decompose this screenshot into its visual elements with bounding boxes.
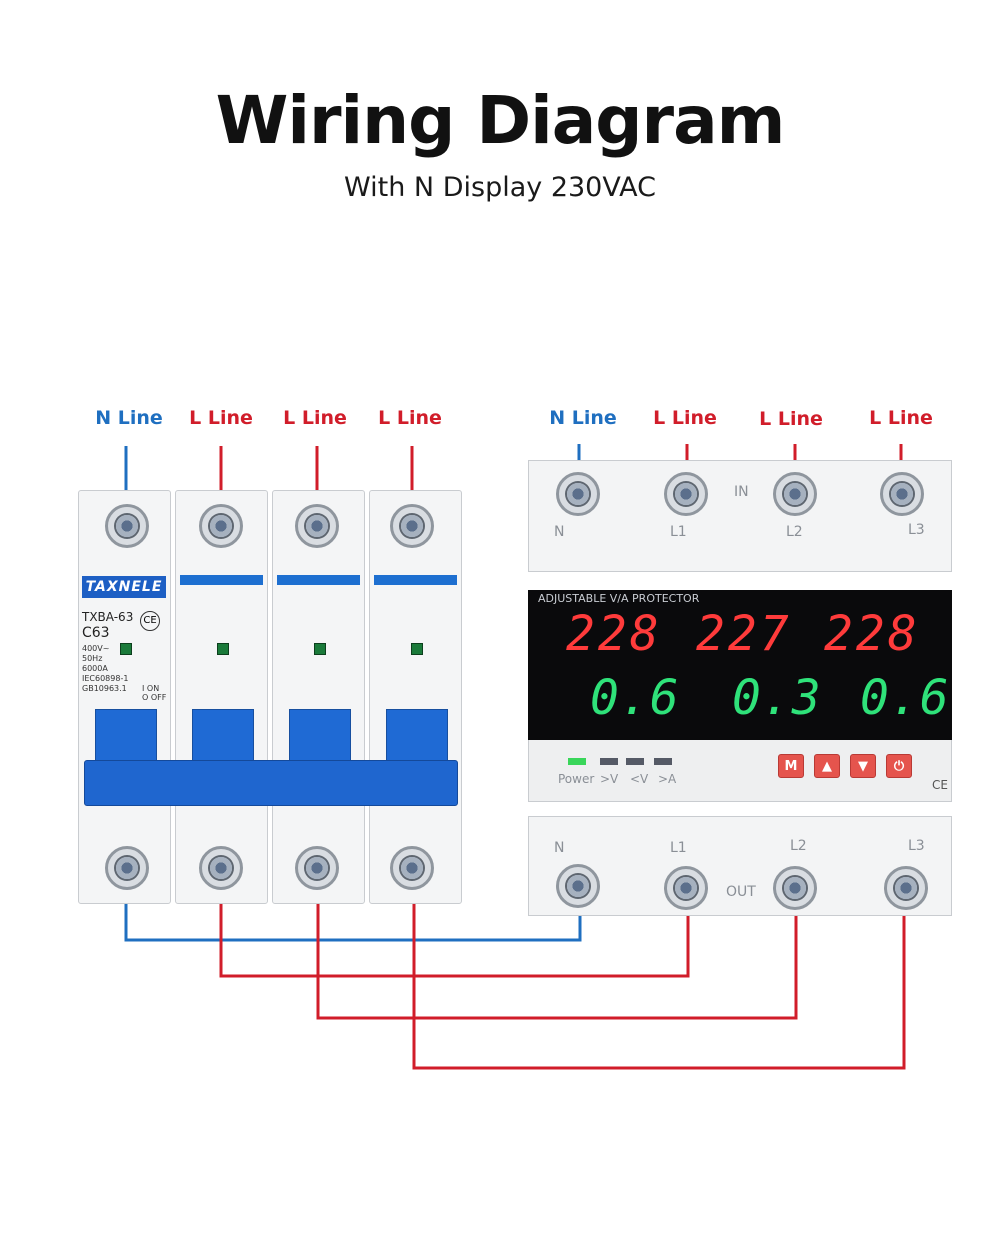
breaker-model: TXBA-63: [82, 610, 134, 624]
current-l2: 0.3: [732, 670, 822, 726]
breaker-screw-n-bottom: [105, 846, 149, 890]
indicator-light: [217, 643, 229, 655]
protector-screw-l3-in: [880, 472, 924, 516]
protector-screw-l1-in: [664, 472, 708, 516]
breaker-handle[interactable]: [289, 709, 351, 767]
protector-screw-l3-out: [884, 866, 928, 910]
voltage-l1: 228: [566, 606, 662, 662]
ce-mark: CE: [140, 611, 160, 631]
breaker-pole-l1: [175, 490, 268, 904]
protector-screw-l2-in: [773, 472, 817, 516]
breaker-pole-l3: [369, 490, 462, 904]
breaker-handle[interactable]: [192, 709, 254, 767]
protector-screw-l1-out: [664, 866, 708, 910]
protector-ce-mark: CE: [932, 778, 948, 792]
protector-top-housing: [528, 460, 952, 572]
led-over-current: [654, 758, 672, 765]
power-button[interactable]: ⏻: [886, 754, 912, 778]
voltage-l2: 227: [696, 606, 792, 662]
bottom-terminal-n: N: [554, 840, 565, 856]
current-l1: 0.6: [590, 670, 680, 726]
protector-label-n: N Line: [549, 407, 617, 429]
indicator-light: [120, 643, 132, 655]
protector-screw-l2-out: [773, 866, 817, 910]
spec-standard-1: IEC60898-1: [82, 674, 129, 683]
wire-n-connection: [124, 870, 582, 942]
breaker-curve: C63: [82, 625, 110, 641]
top-terminal-l1: L1: [670, 524, 687, 540]
indicator-light: [411, 643, 423, 655]
led-label-power: Power: [558, 772, 595, 786]
led-label-over-voltage: >V: [600, 772, 619, 786]
out-label: OUT: [726, 884, 756, 900]
spec-capacity: 6000A: [82, 664, 108, 673]
led-power: [568, 758, 586, 765]
protector-label-l3: L Line: [869, 407, 933, 429]
protector-screw-n-in: [556, 472, 600, 516]
breaker-toggle-bar[interactable]: [84, 760, 458, 806]
up-button[interactable]: ▲: [814, 754, 840, 778]
brand-logo: TAXNELE: [82, 576, 166, 598]
top-terminal-n: N: [554, 524, 565, 540]
display-title: ADJUSTABLE V/A PROTECTOR: [538, 592, 700, 605]
breaker-handle[interactable]: [386, 709, 448, 767]
breaker-handle[interactable]: [95, 709, 157, 767]
breaker-label-n: N Line: [95, 407, 163, 429]
page-subtitle: With N Display 230VAC: [344, 172, 656, 203]
switch-legend: I ON O OFF: [142, 684, 166, 702]
spec-voltage: 400V~: [82, 644, 110, 653]
down-button[interactable]: ▼: [850, 754, 876, 778]
page-title: Wiring Diagram: [215, 82, 786, 159]
top-terminal-l3: L3: [908, 522, 925, 538]
led-label-over-current: >A: [658, 772, 677, 786]
bottom-terminal-l2: L2: [790, 838, 807, 854]
spec-standard-2: GB10963.1: [82, 684, 127, 693]
breaker-pole-l2: [272, 490, 365, 904]
led-over-voltage: [600, 758, 618, 765]
breaker-screw-l2-bottom: [295, 846, 339, 890]
breaker-screw-l3-top: [390, 504, 434, 548]
breaker-screw-n-top: [105, 504, 149, 548]
breaker-pole-n: [78, 490, 171, 904]
wire-l2-connection: [316, 870, 798, 1020]
led-under-voltage: [626, 758, 644, 765]
switch-on-text: I ON: [142, 684, 160, 693]
protector-screw-n-out: [556, 864, 600, 908]
protector-bottom-housing: [528, 816, 952, 916]
bottom-terminal-l1: L1: [670, 840, 687, 856]
current-l3: 0.6: [860, 670, 950, 726]
breaker-screw-l2-top: [295, 504, 339, 548]
breaker-screw-l1-bottom: [199, 846, 243, 890]
breaker-label-l2: L Line: [283, 407, 347, 429]
breaker-label-l1: L Line: [189, 407, 253, 429]
bottom-terminal-l3: L3: [908, 838, 925, 854]
switch-off-text: O OFF: [142, 693, 167, 702]
protector-label-l1: L Line: [653, 407, 717, 429]
breaker-specs: 400V~ 50Hz 6000A IEC60898-1 GB10963.1: [82, 644, 128, 694]
va-protector: ADJUSTABLE V/A PROTECTOR 228 227 228 0.6…: [528, 460, 952, 916]
breaker-screw-l1-top: [199, 504, 243, 548]
menu-button[interactable]: M: [778, 754, 804, 778]
indicator-light: [314, 643, 326, 655]
breaker-screw-l3-bottom: [390, 846, 434, 890]
top-terminal-l2: L2: [786, 524, 803, 540]
in-label: IN: [734, 484, 749, 500]
wire-l3-connection: [412, 870, 906, 1070]
led-label-under-voltage: <V: [630, 772, 649, 786]
spec-frequency: 50Hz: [82, 654, 103, 663]
blue-band: [180, 575, 263, 585]
blue-band: [277, 575, 360, 585]
protector-display: [528, 590, 952, 740]
wire-l1-connection: [219, 870, 690, 978]
protector-label-l2: L Line: [759, 408, 823, 430]
circuit-breaker: TAXNELE TXBA-63 CE C63 400V~ 50Hz 6000A …: [78, 490, 464, 904]
breaker-label-l3: L Line: [378, 407, 442, 429]
blue-band: [374, 575, 457, 585]
voltage-l3: 228: [824, 606, 920, 662]
